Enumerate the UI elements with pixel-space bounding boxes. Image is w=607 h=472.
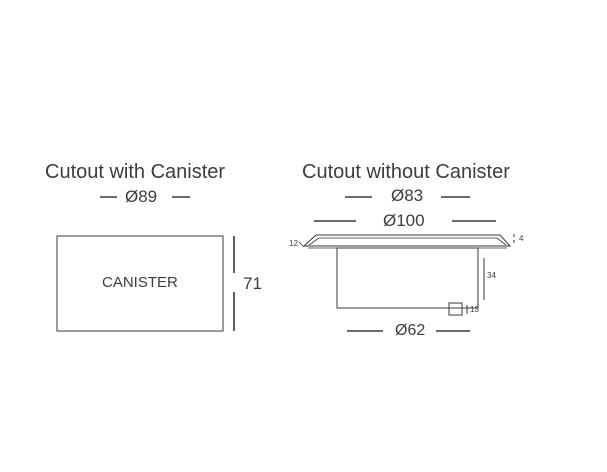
canister-box [56, 235, 224, 332]
canister-box-label: CANISTER [102, 274, 178, 291]
flange-left-tick [298, 241, 305, 248]
left-view-title: Cutout with Canister [45, 161, 226, 183]
left-width-label: Ø89 [125, 187, 158, 206]
right-view-title: Cutout without Canister [302, 161, 510, 183]
fixture-flange-inner [308, 237, 507, 246]
right-top-width-label: Ø83 [391, 186, 424, 205]
body-height-label: 34 [487, 271, 496, 280]
flange-left-label: 12 [289, 239, 298, 248]
fixture-body [336, 247, 479, 309]
right-body-width-label: Ø62 [395, 322, 426, 339]
fixture-connector [448, 302, 463, 316]
flange-height-label: 4 [519, 234, 524, 243]
right-flange-width-label: Ø100 [383, 211, 425, 230]
bottom-height-label: 13 [470, 305, 479, 314]
fixture-flange-outer [302, 234, 512, 247]
left-height-label: 71 [243, 274, 262, 293]
